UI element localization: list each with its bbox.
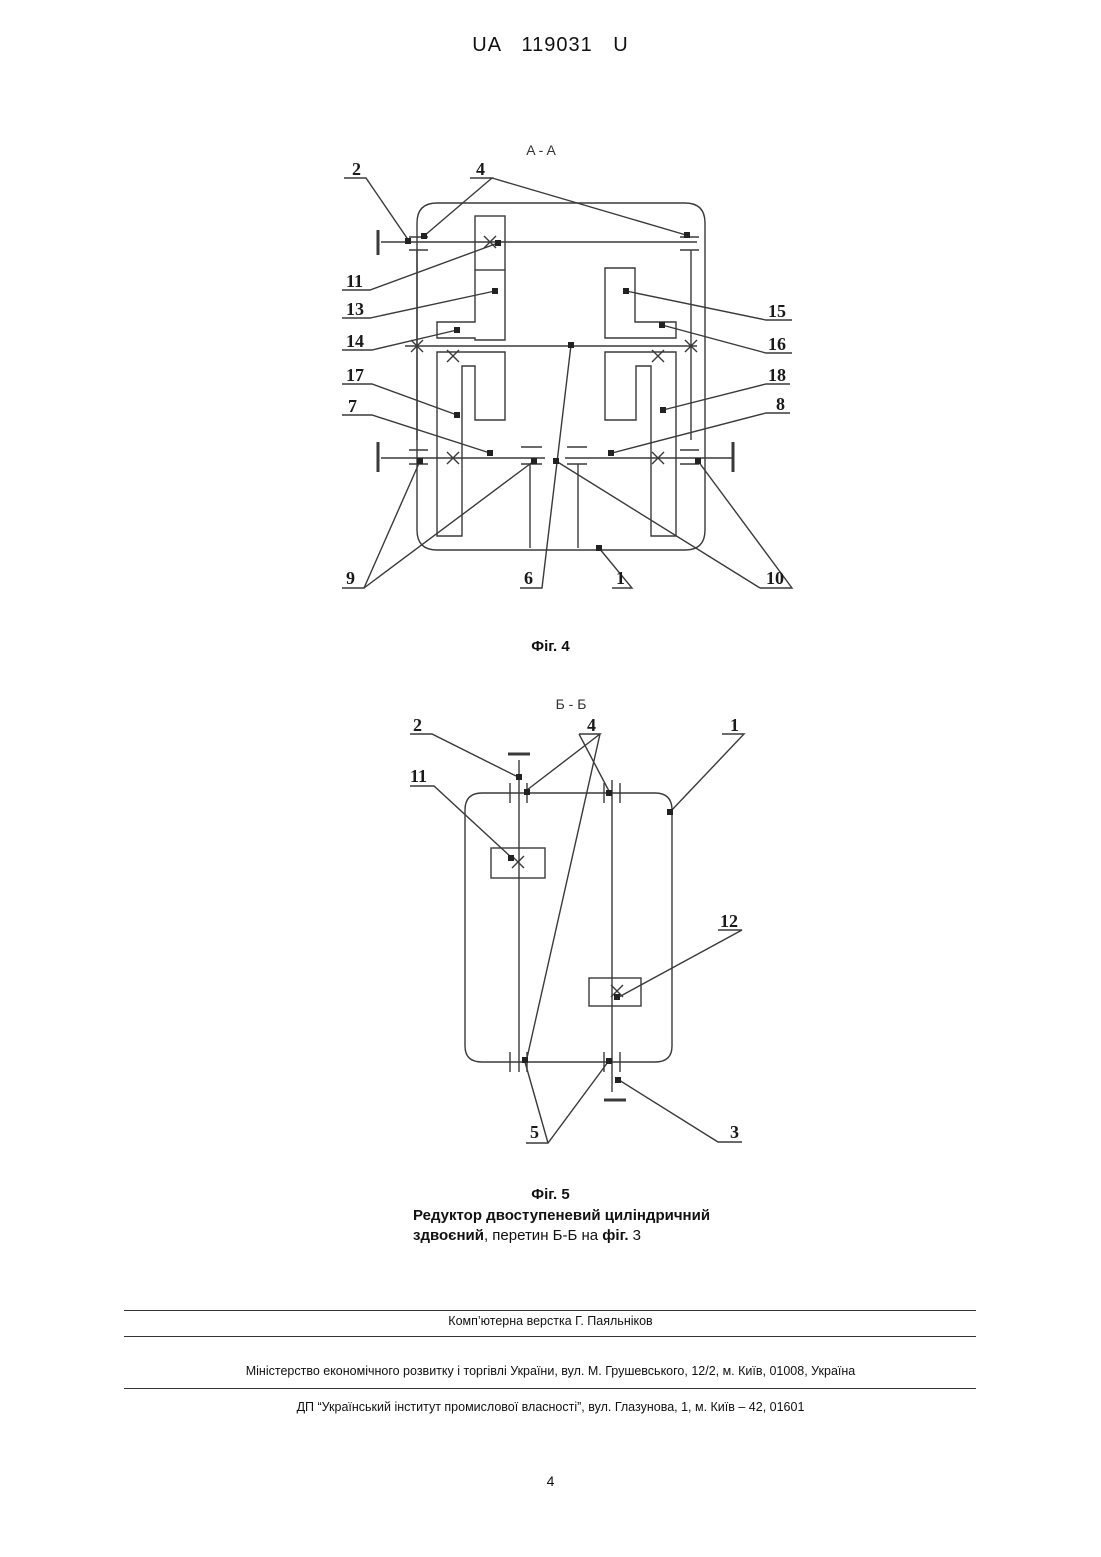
description-bold-word: здвоєний	[413, 1227, 484, 1244]
callout-11: 11	[410, 766, 427, 786]
description-line-2: здвоєний, перетин Б-Б на фіг. 3	[413, 1226, 710, 1246]
section-label-b: Б - Б	[556, 696, 587, 712]
footer-divider-middle	[124, 1336, 976, 1337]
footer-divider-bottom	[124, 1388, 976, 1389]
footer-divider-top	[124, 1310, 976, 1311]
callout-12: 12	[720, 911, 738, 931]
callout-2: 2	[413, 715, 422, 735]
callout-1: 1	[730, 715, 739, 735]
description-line-1: Редуктор двоступеневий циліндричний	[413, 1206, 710, 1226]
figure-5-description: Редуктор двоступеневий циліндричний здво…	[413, 1206, 710, 1246]
footer-typesetter: Комп’ютерна верстка Г. Паяльніков	[0, 1314, 1101, 1328]
description-fig-word: фіг.	[602, 1227, 628, 1244]
callout-3: 3	[730, 1122, 739, 1142]
page-number: 4	[0, 1473, 1101, 1489]
description-text: , перетин Б-Б на	[484, 1227, 602, 1244]
figure-5-callouts: 2 4 1 11 12 5 3	[410, 715, 739, 1142]
callout-4: 4	[587, 715, 596, 735]
figure-5-drawing: Б - Б 2 4 1 11 12 5 3	[0, 0, 1101, 1200]
callout-5: 5	[530, 1122, 539, 1142]
figure-5-caption: Фіг. 5	[0, 1186, 1101, 1203]
description-fig-number: 3	[629, 1227, 642, 1244]
footer-institute: ДП “Український інститут промислової вла…	[0, 1400, 1101, 1414]
housing-outline-b	[465, 793, 672, 1062]
footer-ministry: Міністерство економічного розвитку і тор…	[0, 1364, 1101, 1378]
